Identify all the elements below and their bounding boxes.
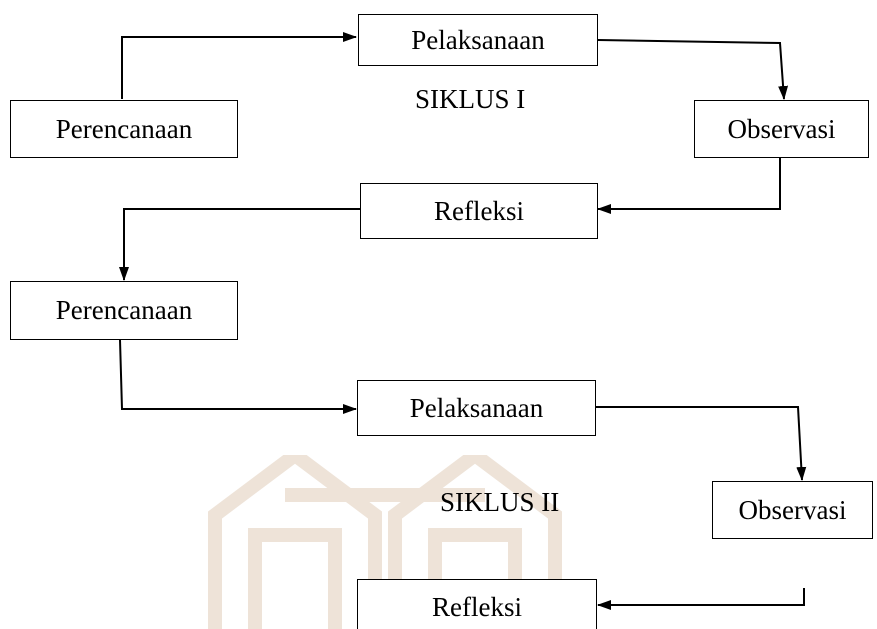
arrow-planning-to-implementation-2	[119, 339, 357, 414]
cycle-2-title: SIKLUS II	[440, 487, 560, 517]
planning-label-1: Perencanaan	[55, 113, 193, 144]
reflection-box-2: Refleksi	[357, 579, 597, 629]
arrow-implementation-to-observation-1	[597, 39, 789, 100]
reflection-box-1: Refleksi	[360, 183, 598, 239]
reflection-label-1: Refleksi	[434, 195, 524, 226]
observation-label-1: Observasi	[727, 113, 836, 144]
cycle-1-title: SIKLUS I	[415, 84, 526, 114]
arrow-reflection-1-to-planning-2	[119, 208, 360, 281]
observation-label-2: Observasi	[738, 494, 847, 525]
implementation-box-2: Pelaksanaan	[357, 380, 596, 436]
arrow-observation-to-reflection-1	[597, 158, 781, 214]
implementation-box-1: Pelaksanaan	[358, 14, 598, 66]
implementation-label-1: Pelaksanaan	[411, 24, 545, 55]
arrow-planning-to-implementation-1	[121, 32, 357, 99]
arrow-observation-to-reflection-2	[597, 588, 805, 610]
observation-box-1: Observasi	[694, 100, 869, 158]
implementation-label-2: Pelaksanaan	[409, 392, 544, 423]
planning-box-1: Perencanaan	[10, 100, 238, 158]
reflection-label-2: Refleksi	[432, 591, 522, 622]
planning-label-2: Perencanaan	[55, 295, 193, 325]
observation-box-2: Observasi	[712, 481, 873, 539]
arrow-implementation-to-observation-2	[596, 406, 807, 481]
planning-box-2: Perencanaan	[10, 281, 238, 340]
